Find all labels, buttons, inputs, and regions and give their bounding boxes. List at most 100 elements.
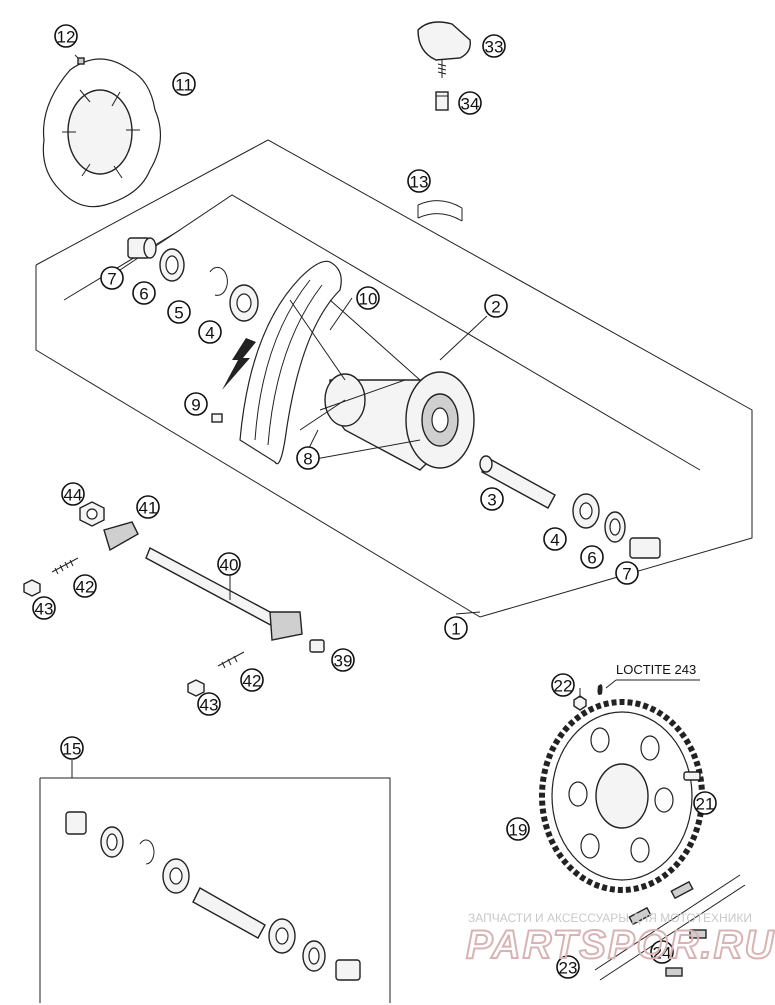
callout-15: 15 bbox=[60, 736, 84, 760]
svg-text:41: 41 bbox=[139, 499, 158, 518]
callout-22: 22 bbox=[551, 673, 575, 697]
adjuster-screw-right bbox=[217, 651, 245, 669]
callout-1: 1 bbox=[444, 616, 468, 640]
svg-text:8: 8 bbox=[303, 450, 312, 469]
leader-lines bbox=[229, 297, 700, 698]
svg-text:22: 22 bbox=[554, 677, 573, 696]
callout-11: 11 bbox=[172, 72, 196, 96]
kit-spacer-tube bbox=[192, 887, 266, 939]
wheel-hub bbox=[324, 371, 475, 471]
callout-23: 23 bbox=[556, 955, 580, 979]
right-bearing bbox=[572, 493, 600, 529]
left-bushing bbox=[127, 237, 157, 259]
svg-text:6: 6 bbox=[139, 285, 148, 304]
svg-text:34: 34 bbox=[461, 95, 480, 114]
watermark-brand: PARTSPOR.RU bbox=[466, 923, 775, 967]
svg-text:1: 1 bbox=[451, 620, 460, 639]
svg-text:33: 33 bbox=[485, 38, 504, 57]
callout-6-left: 6 bbox=[132, 281, 156, 305]
tire-valve bbox=[211, 413, 223, 423]
svg-text:44: 44 bbox=[64, 486, 83, 505]
svg-text:39: 39 bbox=[334, 652, 353, 671]
svg-text:10: 10 bbox=[359, 290, 378, 309]
callout-19: 19 bbox=[506, 817, 530, 841]
kit-seal-right bbox=[302, 940, 326, 972]
callout-12: 12 bbox=[54, 24, 78, 48]
service-kit-frame bbox=[39, 760, 391, 1003]
callout-13: 13 bbox=[407, 169, 431, 193]
right-seal bbox=[604, 511, 626, 543]
callout-40: 40 bbox=[217, 552, 241, 576]
left-seal bbox=[159, 248, 185, 282]
callout-2: 2 bbox=[484, 294, 508, 318]
svg-text:4: 4 bbox=[550, 531, 559, 550]
svg-text:2: 2 bbox=[491, 298, 500, 317]
svg-text:24: 24 bbox=[653, 944, 672, 963]
callout-24: 24 bbox=[650, 940, 674, 964]
svg-text:21: 21 bbox=[696, 795, 715, 814]
callout-43-left: 43 bbox=[32, 596, 56, 620]
chain-adjuster bbox=[103, 521, 139, 552]
kit-bearing-right bbox=[268, 918, 296, 954]
svg-text:6: 6 bbox=[587, 549, 596, 568]
callout-6-right: 6 bbox=[580, 545, 604, 569]
callout-3: 3 bbox=[480, 487, 504, 511]
svg-text:43: 43 bbox=[200, 696, 219, 715]
kit-bearing bbox=[162, 858, 190, 894]
spacer-bolt bbox=[435, 91, 449, 111]
callout-7-right: 7 bbox=[615, 561, 639, 585]
kit-circlip bbox=[139, 839, 155, 865]
svg-text:4: 4 bbox=[205, 324, 214, 343]
callout-4-right: 4 bbox=[543, 527, 567, 551]
svg-text:11: 11 bbox=[175, 76, 193, 95]
sprocket-bolt bbox=[683, 771, 701, 781]
wheel-axle bbox=[145, 547, 303, 641]
axle-nut bbox=[79, 501, 105, 527]
spacer-tube bbox=[479, 455, 556, 509]
rim-tape bbox=[417, 200, 463, 222]
adjuster-nut-right bbox=[187, 679, 205, 697]
adjuster-nut bbox=[23, 579, 41, 597]
svg-text:40: 40 bbox=[220, 556, 239, 575]
callout-8: 8 bbox=[296, 446, 320, 470]
svg-text:42: 42 bbox=[76, 578, 95, 597]
callout-4-left: 4 bbox=[198, 320, 222, 344]
loctite-drop-icon bbox=[597, 679, 617, 695]
callout-10: 10 bbox=[356, 286, 380, 310]
callout-42-right: 42 bbox=[240, 668, 264, 692]
drive-chain bbox=[594, 874, 746, 981]
brake-disc bbox=[42, 58, 162, 208]
svg-text:3: 3 bbox=[487, 491, 496, 510]
sprocket-nut bbox=[573, 695, 587, 711]
callout-7-left: 7 bbox=[100, 266, 124, 290]
loctite-note: LOCTITE 243 bbox=[616, 662, 696, 677]
callout-21: 21 bbox=[693, 791, 717, 815]
svg-text:12: 12 bbox=[57, 28, 76, 47]
callout-9: 9 bbox=[184, 392, 208, 416]
svg-text:23: 23 bbox=[559, 959, 578, 978]
circlip bbox=[209, 266, 228, 296]
cover-cap bbox=[417, 21, 471, 78]
axle-clamp-bolt bbox=[309, 639, 325, 653]
adjuster-screw bbox=[51, 557, 79, 575]
svg-text:43: 43 bbox=[35, 600, 54, 619]
assembly-frame bbox=[35, 139, 753, 618]
svg-text:42: 42 bbox=[243, 672, 262, 691]
right-bushing bbox=[629, 537, 661, 559]
spokes bbox=[289, 299, 421, 461]
callout-33: 33 bbox=[482, 34, 506, 58]
svg-text:13: 13 bbox=[410, 173, 429, 192]
callout-39: 39 bbox=[331, 648, 355, 672]
kit-bushing bbox=[65, 811, 87, 835]
disc-bolt bbox=[74, 54, 85, 65]
svg-text:19: 19 bbox=[509, 821, 528, 840]
left-bearing bbox=[229, 284, 259, 322]
svg-text:5: 5 bbox=[174, 304, 183, 323]
svg-text:9: 9 bbox=[191, 396, 200, 415]
callout-42-left: 42 bbox=[73, 574, 97, 598]
kit-seal bbox=[100, 826, 124, 858]
callout-41: 41 bbox=[136, 495, 160, 519]
callout-34: 34 bbox=[458, 91, 482, 115]
rotation-arrow-icon bbox=[222, 338, 256, 390]
